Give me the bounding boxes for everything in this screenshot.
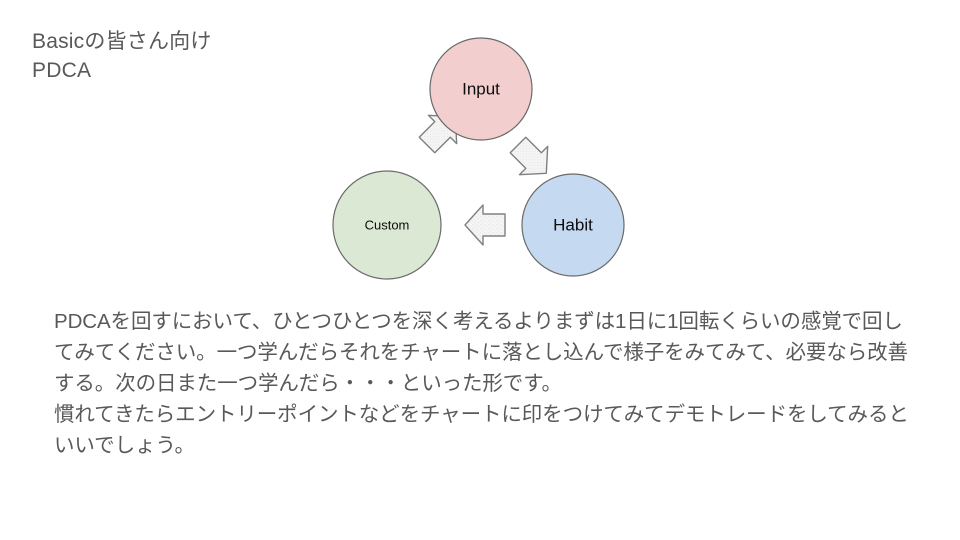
input-circle (429, 37, 533, 141)
habit-label: Habit (553, 215, 593, 234)
habit-circle (521, 173, 625, 277)
body-paragraph: PDCAを回すにおいて、ひとつひとつを深く考えるよりまずは1日に1回転くらいの感… (54, 310, 909, 457)
custom-circle (332, 170, 442, 280)
cycle-node-input[interactable]: Input (429, 37, 533, 141)
page-title: Basicの皆さん向け PDCA (32, 30, 212, 82)
input-label: Input (462, 79, 500, 98)
pdca-cycle-diagram: Input Habit Custom (300, 20, 660, 295)
cycle-node-habit[interactable]: Habit (521, 173, 625, 277)
arrow-habit-to-custom (464, 204, 506, 246)
arrow-input-to-habit (509, 136, 549, 176)
custom-label: Custom (365, 217, 410, 232)
cycle-node-custom[interactable]: Custom (332, 170, 442, 280)
